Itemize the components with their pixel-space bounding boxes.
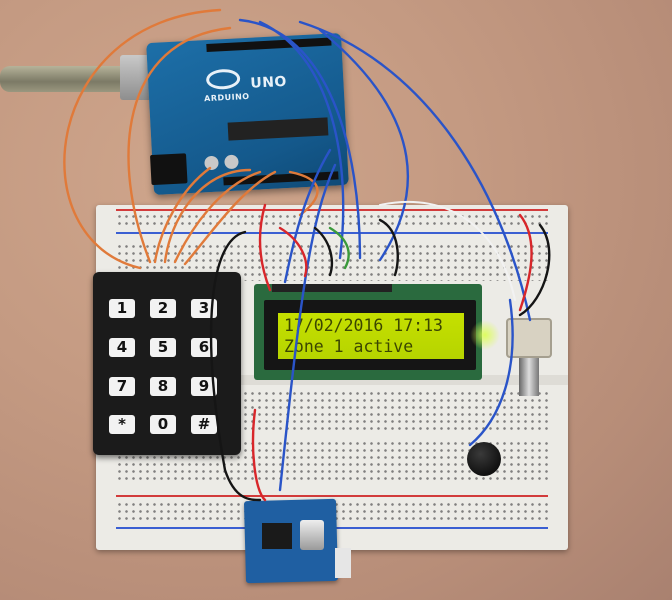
- keypad-key: 4: [109, 338, 135, 357]
- lcd-line-2: Zone 1 active: [284, 337, 414, 356]
- rail-line-blue: [116, 232, 548, 234]
- lcd-line-1: 17/02/2016 17:13: [284, 316, 443, 335]
- keypad-key: 8: [150, 377, 176, 396]
- keypad-key: #: [191, 415, 217, 434]
- potentiometer: [506, 318, 552, 358]
- keypad-key: 0: [150, 415, 176, 434]
- rtc-chip: [262, 523, 292, 549]
- keypad-key: 1: [109, 299, 135, 318]
- rtc-battery-holder: [335, 548, 351, 578]
- potentiometer-shaft: [519, 346, 539, 396]
- rail-line-red: [116, 495, 548, 497]
- arduino-header-top: [206, 37, 332, 53]
- keypad-key: 2: [150, 299, 176, 318]
- rtc-crystal: [300, 520, 324, 550]
- usb-cable: [0, 66, 140, 92]
- lcd-screen: 17/02/2016 17:13 Zone 1 active: [278, 313, 464, 359]
- keypad-key: *: [109, 415, 135, 434]
- arduino-brand-text: ARDUINO: [203, 91, 250, 104]
- keypad-key: 6: [191, 338, 217, 357]
- keypad-key: 3: [191, 299, 217, 318]
- membrane-keypad: 1 2 3 4 5 6 7 8 9 * 0 #: [93, 272, 241, 455]
- power-jack: [150, 153, 188, 186]
- arduino-uno-board: ARDUINO UNO: [146, 33, 349, 195]
- breadboard-top-rail: [116, 213, 548, 229]
- rail-line-red: [116, 209, 548, 211]
- keypad-key: 5: [150, 338, 176, 357]
- capacitor: [224, 154, 239, 170]
- piezo-buzzer: [467, 442, 501, 476]
- lcd-pin-header: [272, 284, 392, 292]
- lcd-backlight-glow: [470, 320, 500, 350]
- arduino-logo-icon: [205, 68, 241, 91]
- keypad-key: 7: [109, 377, 135, 396]
- capacitor: [204, 155, 219, 171]
- arduino-model-text: UNO: [250, 73, 288, 92]
- arduino-header-bottom: [223, 171, 339, 186]
- keypad-key: 9: [191, 377, 217, 396]
